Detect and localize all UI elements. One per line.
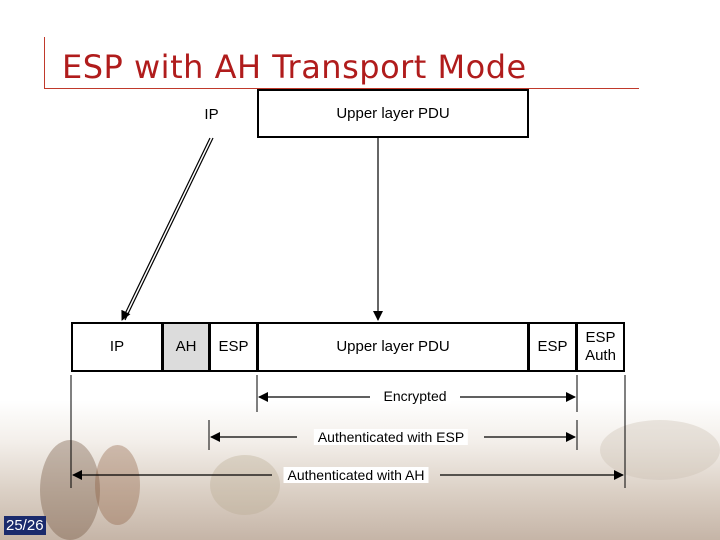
title-rule-vertical (44, 37, 45, 89)
esp-header-label: ESP (218, 338, 249, 355)
orig-pdu-label: Upper layer PDU (336, 104, 450, 122)
esp-trailer-label: ESP (537, 338, 568, 355)
title-rule-horizontal (44, 88, 639, 89)
orig-pdu-field: Upper layer PDU (257, 89, 529, 138)
esp-auth-field: ESP Auth (576, 322, 625, 372)
new-pdu-label: Upper layer PDU (336, 338, 450, 355)
ah-label: AH (175, 338, 197, 355)
ah-field: AH (162, 322, 210, 372)
esp-header-field: ESP (209, 322, 258, 372)
bg-figure-3 (210, 455, 280, 515)
ip-move-arrow-2 (124, 137, 214, 321)
esp-auth-label: ESP Auth (585, 329, 616, 364)
new-ip-field: IP (71, 322, 163, 372)
bg-figure-2 (95, 445, 140, 525)
new-pdu-field: Upper layer PDU (257, 322, 529, 372)
background-photo (0, 400, 720, 540)
page-number: 25/26 (4, 516, 46, 535)
slide-title: ESP with AH Transport Mode (62, 48, 527, 86)
new-ip-label: IP (109, 338, 125, 355)
encrypted-label: Encrypted (379, 388, 451, 404)
auth-ah-label: Authenticated with AH (283, 467, 429, 483)
esp-trailer-field: ESP (528, 322, 577, 372)
ip-move-arrow-1 (121, 137, 211, 321)
auth-esp-label: Authenticated with ESP (313, 429, 469, 445)
bg-figure-1 (40, 440, 100, 540)
orig-ip-label: IP (204, 106, 219, 123)
